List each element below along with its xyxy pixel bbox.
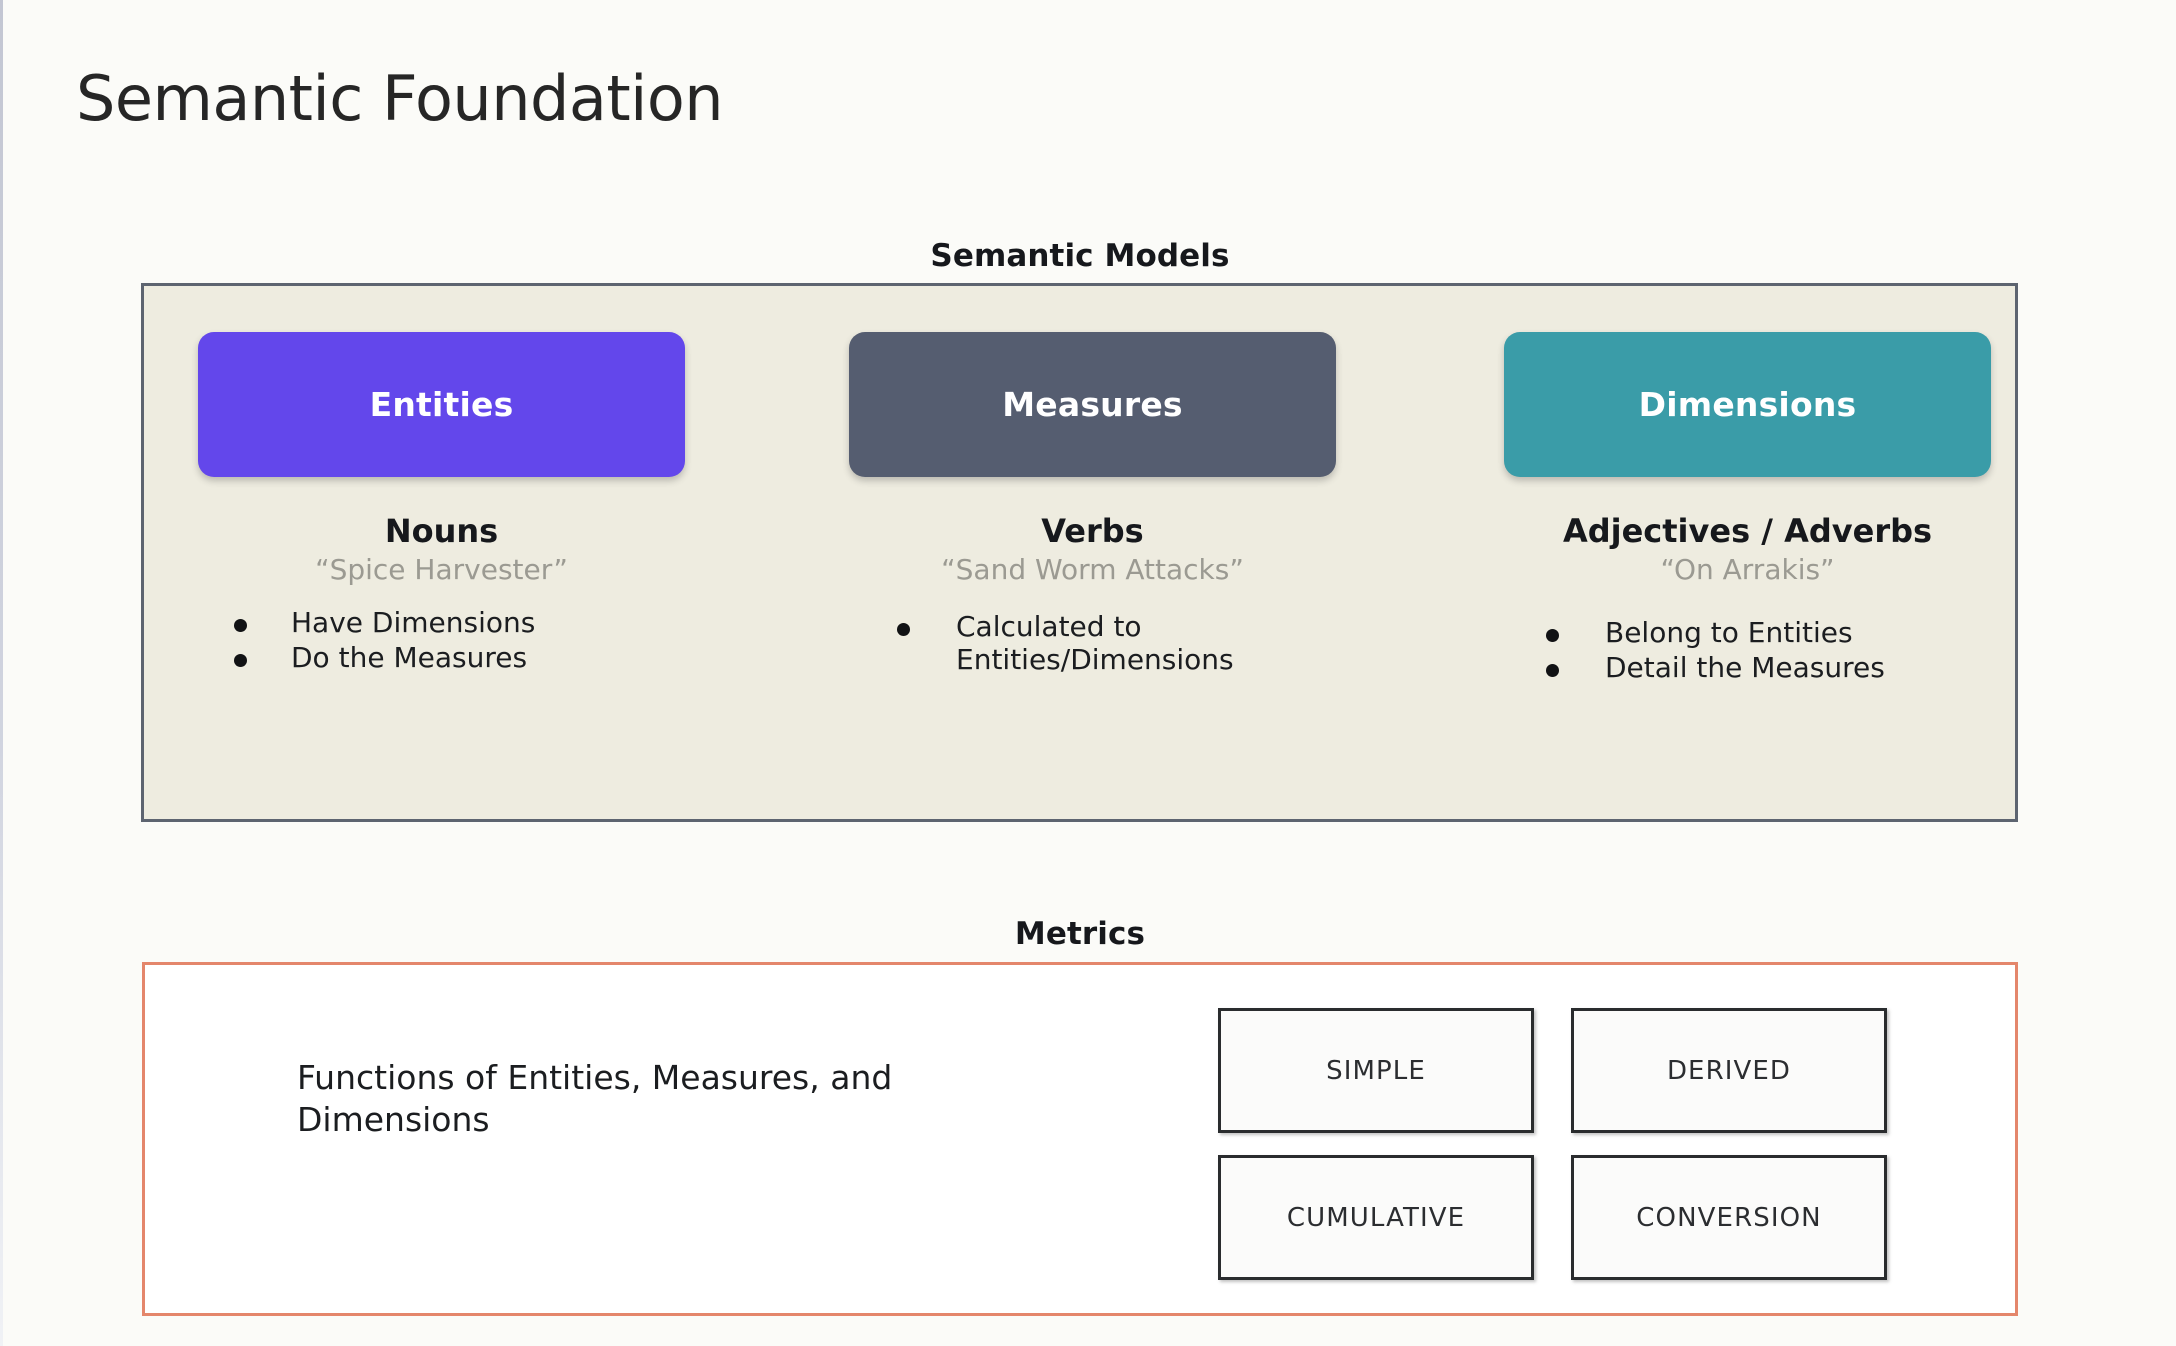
- entities-chip[interactable]: Entities: [198, 332, 685, 477]
- measures-chip-label: Measures: [1002, 385, 1183, 424]
- list-item: Calculated to Entities/Dimensions: [849, 611, 1336, 677]
- metric-type-label: CUMULATIVE: [1286, 1202, 1466, 1233]
- list-item-label: Detail the Measures: [1605, 651, 1885, 685]
- measures-chip[interactable]: Measures: [849, 332, 1336, 477]
- semantic-models-heading: Semantic Models: [930, 238, 1230, 274]
- bullet-dot-icon: [1546, 664, 1559, 678]
- list-item: Detail the Measures: [1504, 651, 1991, 685]
- metrics-heading: Metrics: [1014, 916, 1146, 952]
- list-item-label: Have Dimensions: [291, 606, 536, 640]
- metric-type-simple[interactable]: SIMPLE: [1218, 1008, 1534, 1133]
- entities-example: “Spice Harvester”: [315, 552, 568, 586]
- dimensions-bullet-list: Belong to Entities Detail the Measures: [1504, 617, 1991, 685]
- semantic-column-measures: Measures Verbs “Sand Worm Attacks” Calcu…: [849, 332, 1336, 679]
- list-item-label: Do the Measures: [291, 641, 528, 675]
- entities-bullet-list: Have Dimensions Do the Measures: [198, 607, 685, 675]
- list-item: Do the Measures: [198, 641, 685, 675]
- metric-type-label: SIMPLE: [1326, 1055, 1426, 1086]
- metric-type-label: CONVERSION: [1636, 1202, 1822, 1233]
- bullet-dot-icon: [1546, 629, 1559, 643]
- bullet-dot-icon: [234, 654, 247, 668]
- left-edge-rule: [0, 0, 3, 1346]
- list-item-label: Belong to Entities: [1605, 616, 1853, 650]
- measures-part-of-speech: Verbs: [1041, 512, 1144, 550]
- metric-type-label: DERIVED: [1666, 1055, 1792, 1086]
- semantic-models-columns: Entities Nouns “Spice Harvester” Have Di…: [144, 286, 2015, 819]
- bullet-dot-icon: [897, 623, 910, 637]
- dimensions-example: “On Arrakis”: [1660, 552, 1835, 586]
- metric-type-derived[interactable]: DERIVED: [1571, 1008, 1887, 1133]
- dimensions-chip[interactable]: Dimensions: [1504, 332, 1991, 477]
- metric-type-grid: SIMPLE DERIVED CUMULATIVE CONVERSION: [1218, 1008, 1887, 1280]
- page-title: Semantic Foundation: [76, 62, 724, 135]
- semantic-column-entities: Entities Nouns “Spice Harvester” Have Di…: [198, 332, 685, 677]
- list-item-label: Calculated to Entities/Dimensions: [956, 610, 1234, 677]
- list-item: Have Dimensions: [198, 607, 685, 640]
- bullet-dot-icon: [234, 619, 247, 633]
- metrics-description: Functions of Entities, Measures, and Dim…: [297, 1058, 893, 1140]
- entities-part-of-speech: Nouns: [384, 512, 499, 550]
- metric-type-cumulative[interactable]: CUMULATIVE: [1218, 1155, 1534, 1280]
- dimensions-chip-label: Dimensions: [1638, 385, 1857, 424]
- dimensions-part-of-speech: Adjectives / Adverbs: [1562, 512, 1933, 550]
- semantic-models-panel: Entities Nouns “Spice Harvester” Have Di…: [141, 283, 2018, 822]
- semantic-column-dimensions: Dimensions Adjectives / Adverbs “On Arra…: [1504, 332, 1991, 687]
- entities-chip-label: Entities: [369, 385, 514, 424]
- metrics-panel: Functions of Entities, Measures, and Dim…: [142, 962, 2018, 1316]
- metric-type-conversion[interactable]: CONVERSION: [1571, 1155, 1887, 1280]
- measures-example: “Sand Worm Attacks”: [941, 552, 1244, 586]
- measures-bullet-list: Calculated to Entities/Dimensions: [849, 611, 1336, 677]
- list-item: Belong to Entities: [1504, 617, 1991, 650]
